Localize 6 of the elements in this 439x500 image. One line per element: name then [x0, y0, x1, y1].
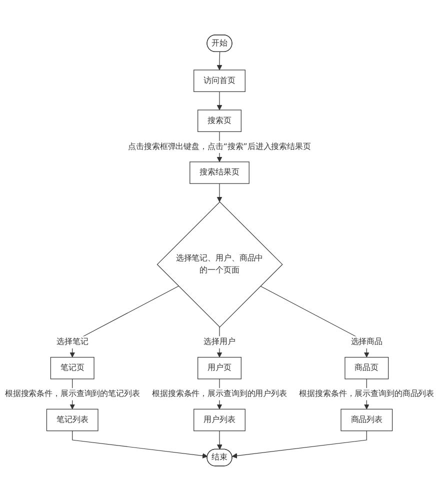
arrow	[216, 51, 222, 70]
arrow	[216, 182, 222, 202]
arrow	[72, 430, 208, 458]
arrow	[232, 430, 367, 458]
arrow	[216, 430, 222, 450]
arrow	[216, 90, 222, 110]
